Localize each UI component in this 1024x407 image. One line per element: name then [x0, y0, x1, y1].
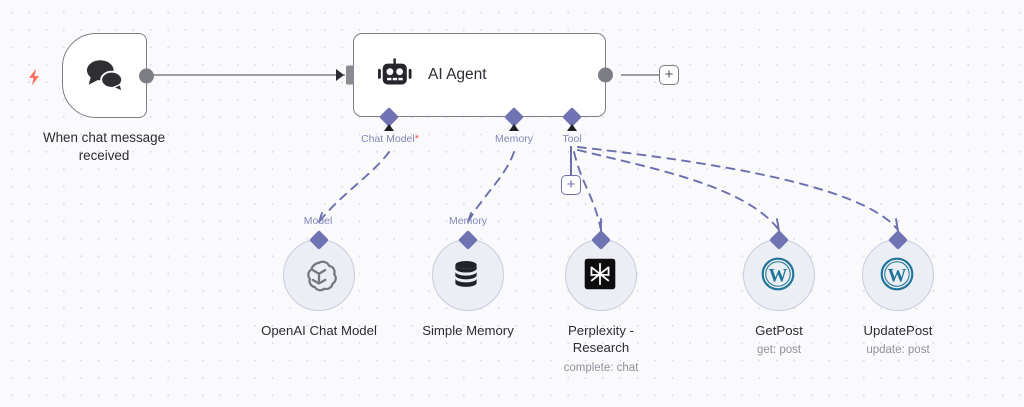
- perplexity-node-port-diamond[interactable]: [591, 230, 611, 250]
- updatepost-caption: UpdatePost: [863, 323, 933, 338]
- input-arrow-icon: [336, 69, 344, 81]
- memory-port-label: Memory: [495, 133, 533, 145]
- simple-memory-caption: Simple Memory: [422, 323, 514, 338]
- svg-text:W: W: [769, 266, 788, 287]
- simple-memory-node-port-diamond[interactable]: [458, 230, 478, 250]
- trigger-node-caption: When chat message received: [42, 130, 166, 163]
- stub-getpost: [776, 218, 780, 232]
- memory-port-caret: [509, 124, 519, 131]
- lightning-bolt-icon: [24, 66, 44, 88]
- wordpress-icon: W: [879, 256, 917, 294]
- edge-tool-to-updatepost: [577, 146, 899, 231]
- trigger-node-when-chat-message-received[interactable]: [62, 33, 154, 118]
- ai-agent-node[interactable]: AI Agent: [336, 33, 613, 117]
- updatepost-node-port-diamond[interactable]: [888, 230, 908, 250]
- stub-updatepost: [895, 218, 899, 232]
- updatepost-subtitle: update: post: [866, 344, 930, 356]
- svg-text:W: W: [888, 266, 907, 287]
- edge-memory-to-simplememory: [467, 151, 515, 223]
- edge-tool-to-getpost: [577, 149, 780, 231]
- getpost-node-port-diamond[interactable]: [769, 230, 789, 250]
- openai-node-port-diamond[interactable]: [309, 230, 329, 250]
- trigger-output-port[interactable]: [139, 68, 154, 83]
- database-icon: [449, 256, 487, 294]
- getpost-subtitle: get: post: [756, 344, 802, 356]
- wordpress-icon: W: [760, 256, 798, 294]
- openai-chat-model-node[interactable]: [283, 230, 355, 311]
- edge-chatmodel-to-openai: [318, 151, 390, 223]
- chat-bubbles-icon: [82, 56, 128, 96]
- robot-icon: [376, 58, 414, 92]
- perplexity-research-caption: Perplexity - Research: [568, 323, 634, 355]
- tool-port-caret: [567, 124, 577, 131]
- simple-memory-node[interactable]: [432, 230, 504, 311]
- perplexity-research-subtitle: complete: chat: [563, 362, 639, 374]
- getpost-caption: GetPost: [755, 323, 803, 338]
- openai-chat-model-caption: OpenAI Chat Model: [261, 323, 377, 338]
- perplexity-research-node[interactable]: [565, 230, 637, 311]
- add-node-button-main[interactable]: +: [659, 65, 679, 85]
- agent-input-port[interactable]: [346, 65, 354, 85]
- add-tool-button[interactable]: +: [561, 175, 581, 195]
- updatepost-node[interactable]: W: [862, 230, 934, 311]
- perplexity-icon: [582, 256, 620, 294]
- getpost-node[interactable]: W: [743, 230, 815, 311]
- tool-port-label: Tool: [562, 133, 582, 145]
- memory-connection-label: Memory: [449, 215, 487, 227]
- agent-output-port[interactable]: [598, 67, 613, 83]
- ai-agent-title: AI Agent: [428, 66, 487, 83]
- openai-icon: [300, 256, 338, 294]
- chat-model-port-label: Chat Model*: [361, 133, 419, 145]
- model-connection-label: Model: [303, 215, 333, 227]
- chat-model-port-caret: [384, 124, 394, 131]
